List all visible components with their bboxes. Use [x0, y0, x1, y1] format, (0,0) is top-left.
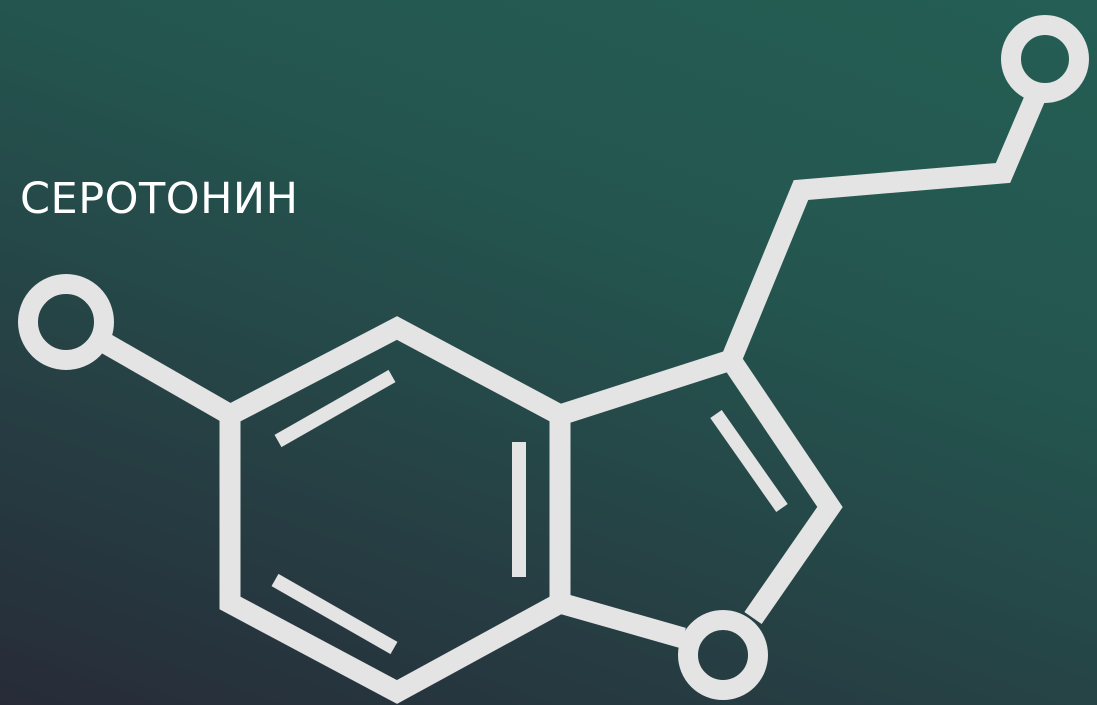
five-ring-bond-upper [556, 347, 843, 624]
molecule-title: СЕРОТОНИН [20, 174, 299, 224]
five-ring-bond-lower [557, 592, 686, 649]
five-ring-double-bond [710, 409, 788, 513]
side-chain [721, 93, 1045, 364]
atom-circle-top-right [1001, 15, 1089, 103]
atom-circle-ring [678, 610, 768, 700]
substituent-bond-left [99, 333, 240, 427]
ring-double-bond-bottom [271, 573, 398, 655]
benzene-ring [219, 316, 571, 704]
atom-circle-left [18, 274, 114, 370]
ring-double-bond-top [274, 369, 396, 448]
